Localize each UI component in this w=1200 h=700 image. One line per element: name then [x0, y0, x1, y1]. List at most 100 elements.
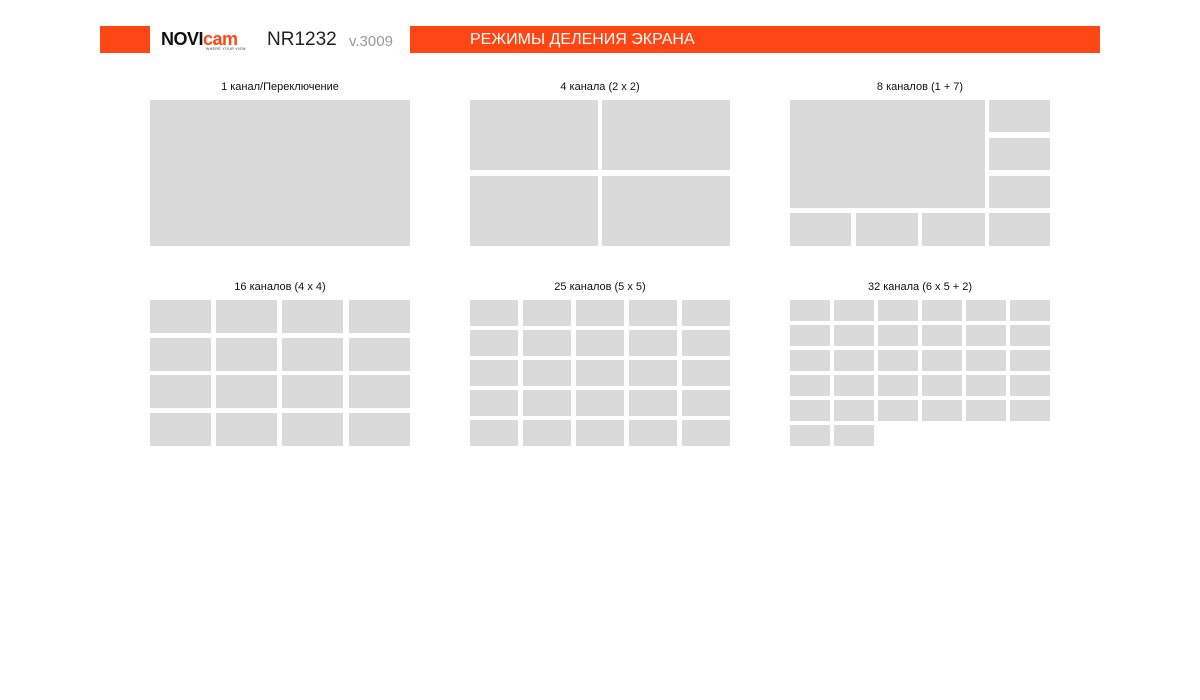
mode-label-4: 4 канала (2 х 2): [560, 81, 640, 93]
channel-cell: [790, 213, 851, 246]
channel-cell: [966, 350, 1006, 371]
channel-cell: [1010, 375, 1050, 396]
version-number: v.3009: [349, 33, 393, 50]
channel-cell: [1010, 350, 1050, 371]
channel-cell: [790, 375, 830, 396]
channel-cell: [1010, 400, 1050, 421]
mode-label-1: 1 канал/Переключение: [221, 81, 339, 93]
channel-cell: [682, 390, 730, 416]
channel-cell: [922, 300, 962, 321]
channel-cell: [150, 413, 211, 446]
channel-cell: [878, 325, 918, 346]
channel-cell: [349, 413, 410, 446]
channel-cell: [602, 100, 730, 170]
channel-cell: [682, 330, 730, 356]
channel-cell: [282, 375, 343, 408]
channel-cell: [523, 390, 571, 416]
channel-cell: [790, 100, 985, 208]
channel-cell: [470, 300, 518, 326]
channel-cell: [282, 300, 343, 333]
channel-cell: [989, 100, 1050, 132]
channel-cell: [216, 375, 277, 408]
channel-cell: [470, 330, 518, 356]
channel-cell: [576, 390, 624, 416]
channel-cell: [282, 338, 343, 371]
channel-cell: [1010, 300, 1050, 321]
channel-cell: [576, 330, 624, 356]
channel-cell: [576, 300, 624, 326]
channel-cell: [989, 176, 1050, 208]
channel-cell: [966, 300, 1006, 321]
channel-cell: [878, 400, 918, 421]
channel-cell: [150, 300, 211, 333]
channel-cell: [282, 413, 343, 446]
channel-cell: [150, 100, 410, 246]
channel-cell: [349, 300, 410, 333]
channel-cell: [470, 360, 518, 386]
channel-cell: [989, 138, 1050, 170]
channel-cell: [682, 300, 730, 326]
channel-cell: [922, 400, 962, 421]
channel-cell: [922, 375, 962, 396]
channel-cell: [790, 300, 830, 321]
channel-cell: [470, 100, 598, 170]
channel-cell: [878, 350, 918, 371]
mode-label-25: 25 каналов (5 х 5): [554, 281, 646, 293]
channel-cell: [922, 350, 962, 371]
mode-label-32: 32 канала (6 х 5 + 2): [867, 281, 973, 293]
channel-cell: [834, 350, 874, 371]
channel-cell: [922, 213, 985, 246]
channel-cell: [576, 420, 624, 446]
header-brand-area: NOVIcam WHERE YOUR VIEW NR1232 v.3009: [150, 26, 410, 53]
channel-cell: [216, 300, 277, 333]
channel-cell: [216, 338, 277, 371]
channel-cell: [682, 420, 730, 446]
channel-cell: [349, 338, 410, 371]
channel-cell: [470, 420, 518, 446]
channel-cell: [576, 360, 624, 386]
channel-cell: [989, 213, 1050, 246]
channel-cell: [834, 325, 874, 346]
channel-cell: [629, 300, 677, 326]
channel-cell: [470, 176, 598, 246]
channel-cell: [834, 425, 874, 446]
channel-cell: [834, 400, 874, 421]
page-title: РЕЖИМЫ ДЕЛЕНИЯ ЭКРАНА: [470, 31, 695, 48]
channel-cell: [216, 413, 277, 446]
channel-cell: [878, 375, 918, 396]
channel-cell: [523, 330, 571, 356]
channel-cell: [629, 390, 677, 416]
channel-cell: [1010, 325, 1050, 346]
channel-cell: [790, 325, 830, 346]
header-title-bar: РЕЖИМЫ ДЕЛЕНИЯ ЭКРАНА: [410, 26, 1100, 53]
channel-cell: [150, 338, 211, 371]
channel-cell: [878, 300, 918, 321]
channel-cell: [790, 425, 830, 446]
channel-cell: [523, 420, 571, 446]
channel-cell: [629, 330, 677, 356]
channel-cell: [682, 360, 730, 386]
channel-cell: [629, 360, 677, 386]
channel-cell: [966, 325, 1006, 346]
model-name: NR1232: [267, 29, 337, 50]
channel-cell: [834, 375, 874, 396]
channel-cell: [966, 375, 1006, 396]
brand-logo-tagline: WHERE YOUR VIEW: [206, 47, 246, 51]
channel-cell: [629, 420, 677, 446]
mode-label-16: 16 каналов (4 х 4): [234, 281, 326, 293]
channel-cell: [523, 360, 571, 386]
channel-cell: [966, 400, 1006, 421]
brand-logo: NOVIcam: [161, 29, 238, 49]
channel-cell: [602, 176, 730, 246]
channel-cell: [349, 375, 410, 408]
channel-cell: [922, 325, 962, 346]
channel-cell: [523, 300, 571, 326]
channel-cell: [856, 213, 918, 246]
mode-label-8: 8 каналов (1 + 7): [876, 81, 964, 93]
channel-cell: [790, 350, 830, 371]
channel-cell: [470, 390, 518, 416]
channel-cell: [790, 400, 830, 421]
header-accent-bar: [100, 26, 150, 53]
channel-cell: [834, 300, 874, 321]
channel-cell: [150, 375, 211, 408]
